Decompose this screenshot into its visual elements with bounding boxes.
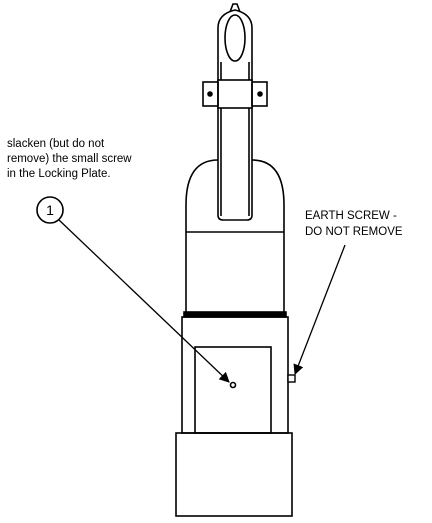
- instruction-line-3: in the Locking Plate.: [7, 168, 111, 180]
- earth-screw-line-1: EARTH SCREW -: [305, 210, 397, 222]
- callout-1: 1: [36, 196, 64, 224]
- lower-housing: [181, 316, 289, 434]
- base-block: [175, 432, 293, 517]
- handle: [217, 3, 253, 221]
- earth-screw-label: EARTH SCREW - DO NOT REMOVE: [305, 210, 403, 238]
- earth-screw-line-2: DO NOT REMOVE: [305, 226, 403, 238]
- instruction-note: slacken (but do not remove) the small sc…: [7, 138, 132, 180]
- handle-clamp: [202, 79, 268, 109]
- callout-number: 1: [46, 202, 54, 218]
- earth-screw-leader-line: [293, 244, 346, 375]
- instruction-line-1: slacken (but do not: [7, 138, 105, 150]
- callout-leader-line: [58, 219, 230, 383]
- earth-screw: [287, 374, 296, 383]
- instruction-line-2: remove) the small screw: [7, 153, 132, 165]
- upper-housing: [185, 159, 285, 312]
- small-screw: [229, 381, 237, 389]
